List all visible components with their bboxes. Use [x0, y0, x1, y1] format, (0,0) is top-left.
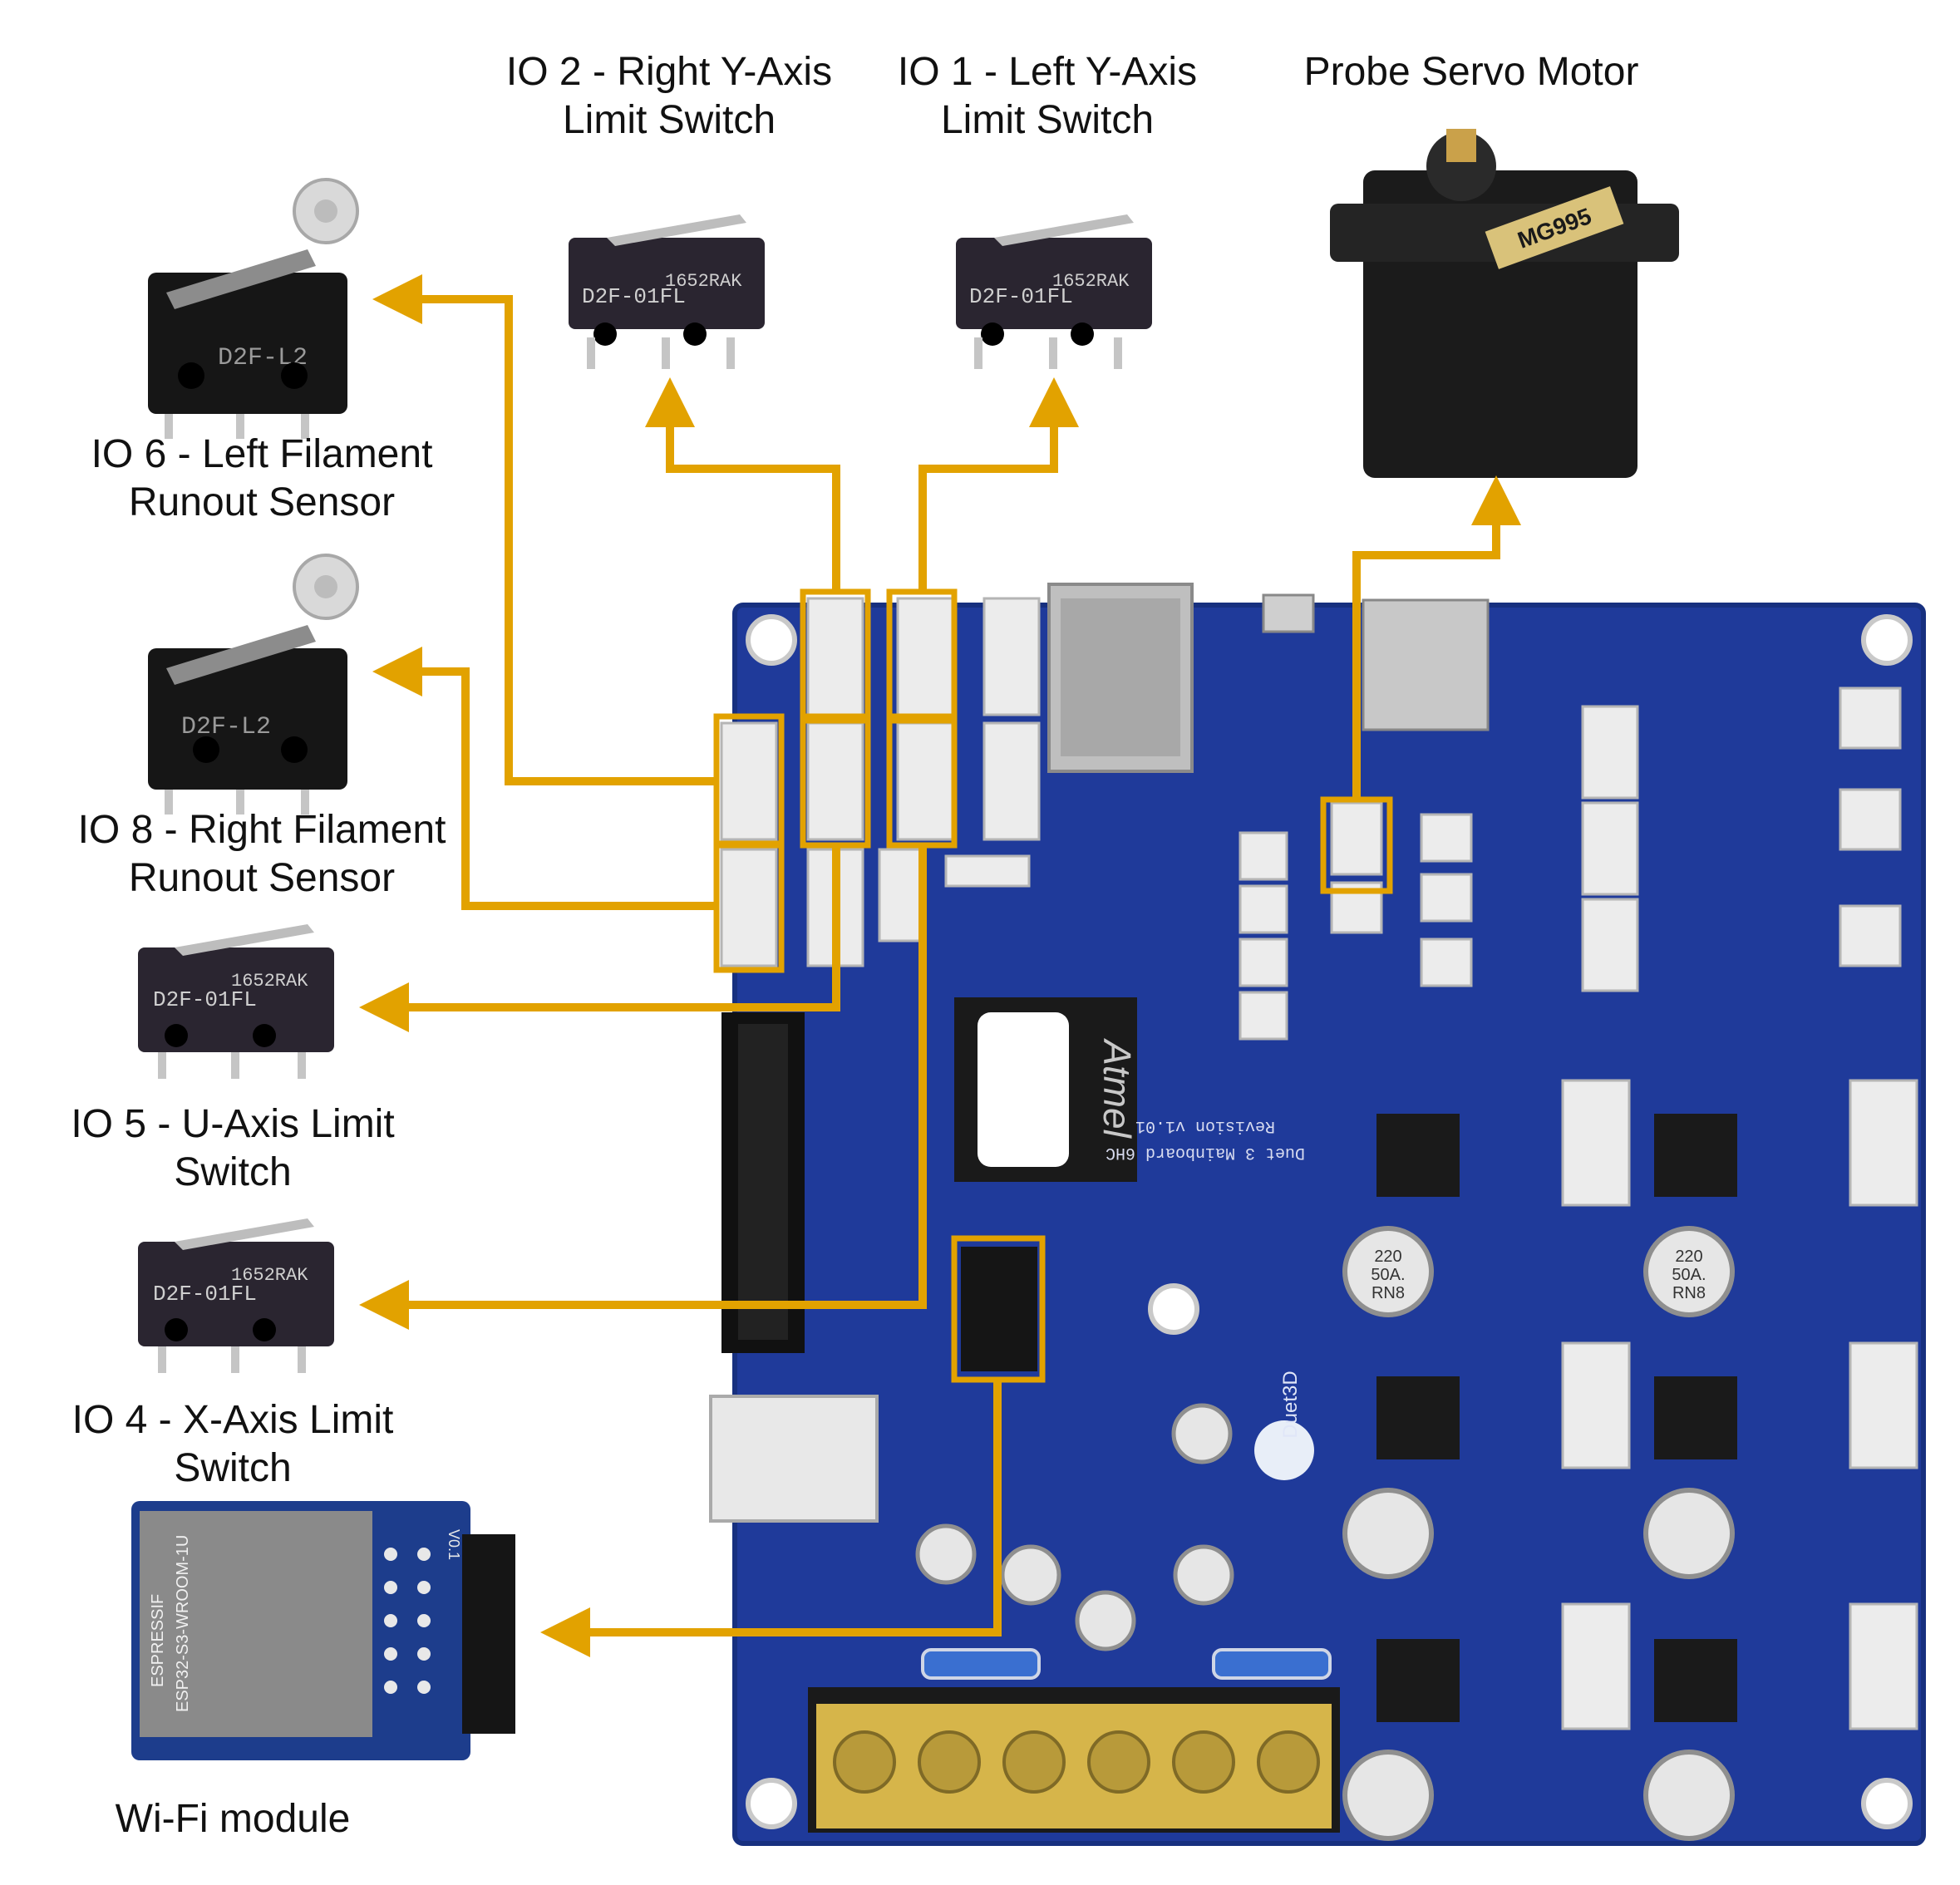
capacitor-labels: 220 50A. RN8 220 50A. RN8: [1371, 1248, 1706, 1302]
wires: [359, 274, 1521, 1657]
capacitor-value: 220: [1374, 1248, 1401, 1266]
switch-date-code: 1652RAK: [231, 971, 308, 992]
label-line: Switch: [174, 1150, 292, 1194]
label-io2-right-y-axis: IO 2 - Right Y-Axis Limit Switch: [482, 48, 856, 145]
switch-date-code: 1652RAK: [1052, 271, 1130, 292]
label-line: Limit Switch: [940, 98, 1155, 142]
switch-label: D2F-01FL: [582, 284, 686, 309]
stepper-drivers: [1376, 1114, 1737, 1722]
roller-switch-io6: D2F-L2: [148, 178, 359, 439]
capacitors: [915, 1226, 1735, 1841]
mount-hole: [1861, 614, 1913, 666]
wire-io1: [918, 377, 1079, 592]
mount-hole: [1148, 1283, 1199, 1335]
wire-io4: [359, 845, 927, 1330]
wifi-version: V0.1: [446, 1529, 462, 1560]
io-connectors: [720, 597, 1041, 967]
fuse: [921, 1648, 1041, 1680]
sd-card-slot: [1362, 598, 1490, 731]
label-io8-right-filament: IO 8 - Right Filament Runout Sensor: [50, 806, 474, 903]
driver-connectors: [1561, 1079, 1918, 1730]
duet3d-logo: [1254, 1420, 1314, 1480]
capacitor-rating: 50A.: [1371, 1266, 1405, 1284]
wire-io5: [359, 845, 840, 1032]
label-line: IO 2 - Right Y-Axis: [505, 50, 833, 94]
mount-hole: [746, 614, 797, 666]
label-io5-u-axis: IO 5 - U-Axis Limit Switch: [42, 1100, 424, 1197]
label-line: IO 4 - X-Axis Limit: [71, 1398, 394, 1442]
wifi-header-pins: [384, 1548, 431, 1694]
switch-label: D2F-01FL: [153, 987, 257, 1012]
switch-label: D2F-L2: [181, 713, 271, 741]
label-wifi-module: Wi-Fi module: [66, 1795, 399, 1843]
label-line: Wi-Fi module: [115, 1797, 351, 1841]
board-revision: Revision v1.01: [1135, 1116, 1275, 1135]
label-line: Switch: [174, 1446, 292, 1490]
capacitor-value: 220: [1675, 1248, 1702, 1266]
duet3-mainboard: Atmel Revision v1.01 Duet 3 Mainboard 6H…: [709, 583, 1926, 1846]
label-line: Runout Sensor: [128, 480, 396, 524]
servo-motor: MG995: [1330, 129, 1679, 478]
label-line: IO 8 - Right Filament: [77, 808, 446, 852]
can-connector: [709, 1395, 879, 1523]
plain-switch-io1: 1652RAK D2F-01FL: [956, 214, 1152, 369]
mount-hole: [1861, 1778, 1913, 1829]
plain-switch-io2: 1652RAK D2F-01FL: [569, 214, 765, 369]
switch-date-code: 1652RAK: [231, 1265, 308, 1286]
label-io6-left-filament: IO 6 - Left Filament Runout Sensor: [58, 431, 465, 527]
wifi-model: ESP32-S3-WROOM-1U: [174, 1535, 192, 1712]
switch-label: D2F-01FL: [969, 284, 1073, 309]
label-probe-servo: Probe Servo Motor: [1263, 48, 1679, 96]
wire-io6: [372, 274, 717, 785]
label-line: IO 6 - Left Filament: [91, 432, 433, 476]
label-line: IO 5 - U-Axis Limit: [71, 1102, 395, 1146]
switch-label: D2F-01FL: [153, 1282, 257, 1307]
label-io4-x-axis: IO 4 - X-Axis Limit Switch: [42, 1396, 424, 1493]
terminal-screws: [833, 1730, 1320, 1794]
tempdb-header: [961, 1247, 1037, 1371]
output-connectors: [1420, 687, 1902, 992]
wire-io2: [645, 377, 840, 592]
plain-switch-io5: 1652RAK D2F-01FL: [138, 924, 334, 1079]
wire-servo: [1352, 475, 1521, 800]
switch-date-code: 1652RAK: [665, 271, 742, 292]
capacitor-code: RN8: [1672, 1284, 1706, 1302]
chip-brand: Atmel: [1096, 1037, 1139, 1139]
board-model: Duet 3 Mainboard 6HC: [1106, 1143, 1305, 1162]
wifi-brand: ESPRESSIF: [149, 1594, 167, 1687]
board-brand: Duet3D: [1279, 1371, 1302, 1438]
label-line: Probe Servo Motor: [1303, 50, 1639, 94]
fuse: [1212, 1648, 1332, 1680]
label-line: Limit Switch: [562, 98, 776, 142]
capacitor-code: RN8: [1372, 1284, 1405, 1302]
label-io1-left-y-axis: IO 1 - Left Y-Axis Limit Switch: [873, 48, 1222, 145]
label-line: IO 1 - Left Y-Axis: [897, 50, 1198, 94]
wire-io8: [372, 647, 717, 910]
wifi-module: ESPRESSIF ESP32-S3-WROOM-1U V0.1: [131, 1501, 515, 1760]
plain-switch-io4: 1652RAK D2F-01FL: [138, 1218, 334, 1373]
capacitor-rating: 50A.: [1672, 1266, 1706, 1284]
roller-switch-io8: D2F-L2: [148, 554, 359, 815]
mount-hole: [746, 1778, 797, 1829]
wire-wifi: [540, 1380, 1002, 1657]
usb-port: [1262, 593, 1315, 633]
label-line: Runout Sensor: [128, 856, 396, 900]
